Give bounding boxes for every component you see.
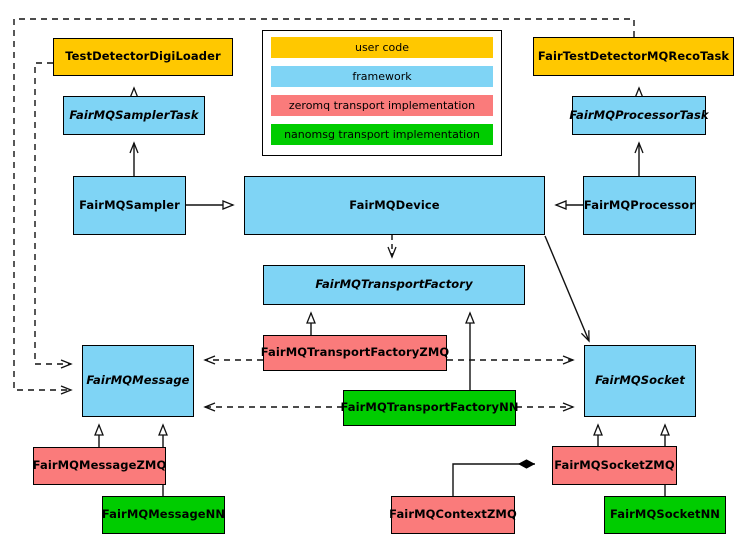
node-label: FairMQMessageZMQ	[32, 458, 167, 473]
node-label: FairMQSocketNN	[609, 507, 721, 522]
node-label: FairMQProcessor	[583, 197, 696, 212]
node-fairmq-sampler[interactable]: FairMQSampler	[73, 176, 186, 235]
node-label: FairMQProcessorTask	[569, 107, 709, 122]
node-label: TestDetectorDigiLoader	[65, 49, 221, 64]
node-fairmq-transport-factory-zmq[interactable]: FairMQTransportFactoryZMQ	[260, 335, 450, 371]
node-label: FairMQSocketZMQ	[554, 457, 675, 472]
node-label: FairMQTransportFactoryNN	[340, 400, 519, 415]
node-test-detector-digi-loader[interactable]: TestDetectorDigiLoader	[53, 38, 233, 76]
legend-item-zeromq: zeromq transport implementation	[271, 95, 493, 116]
node-label: FairTestDetectorMQRecoTask	[537, 48, 730, 63]
legend-label-user-code: user code	[354, 41, 410, 54]
node-fairmq-message-zmq[interactable]: FairMQMessageZMQ	[33, 447, 166, 485]
node-fairmq-socket-nn[interactable]: FairMQSocketNN	[604, 496, 726, 534]
node-fairmq-message-nn[interactable]: FairMQMessageNN	[102, 496, 225, 534]
node-fairmq-device[interactable]: FairMQDevice	[244, 176, 545, 235]
legend-label-nanomsg: nanomsg transport implementation	[284, 128, 480, 141]
node-label: FairMQSocket	[595, 373, 685, 388]
edge-socketzmq-composes-contextzmq	[452, 464, 535, 496]
node-label: FairMQSamplerTask	[69, 107, 199, 122]
legend-label-framework: framework	[352, 70, 412, 83]
node-label: FairMQTransportFactoryZMQ	[260, 345, 450, 360]
legend-item-nanomsg: nanomsg transport implementation	[271, 124, 493, 145]
node-fairmq-transport-factory-nn[interactable]: FairMQTransportFactoryNN	[340, 390, 519, 426]
edge-device-uses-socket	[544, 235, 590, 343]
legend-item-framework: framework	[271, 66, 493, 87]
node-fairmq-context-zmq[interactable]: FairMQContextZMQ	[389, 496, 517, 534]
node-fairmq-message[interactable]: FairMQMessage	[82, 345, 194, 417]
node-fairmq-socket[interactable]: FairMQSocket	[584, 345, 696, 417]
node-label: FairMQTransportFactory	[315, 277, 473, 292]
node-fairmq-sampler-task[interactable]: FairMQSamplerTask	[63, 96, 205, 135]
node-label: FairMQContextZMQ	[389, 507, 517, 522]
legend-item-user-code: user code	[271, 37, 493, 58]
legend-label-zeromq: zeromq transport implementation	[288, 99, 476, 112]
node-fairmq-processor[interactable]: FairMQProcessor	[583, 176, 696, 235]
node-fairmq-transport-factory[interactable]: FairMQTransportFactory	[263, 265, 525, 305]
node-label: FairMQMessageNN	[101, 507, 226, 522]
node-fair-test-detector-mq-reco-task[interactable]: FairTestDetectorMQRecoTask	[533, 37, 734, 76]
node-label: FairMQSampler	[79, 197, 180, 212]
node-fairmq-processor-task[interactable]: FairMQProcessorTask	[569, 96, 709, 135]
node-fairmq-socket-zmq[interactable]: FairMQSocketZMQ	[552, 446, 677, 485]
node-label: FairMQMessage	[86, 373, 190, 388]
node-label: FairMQDevice	[349, 197, 440, 212]
